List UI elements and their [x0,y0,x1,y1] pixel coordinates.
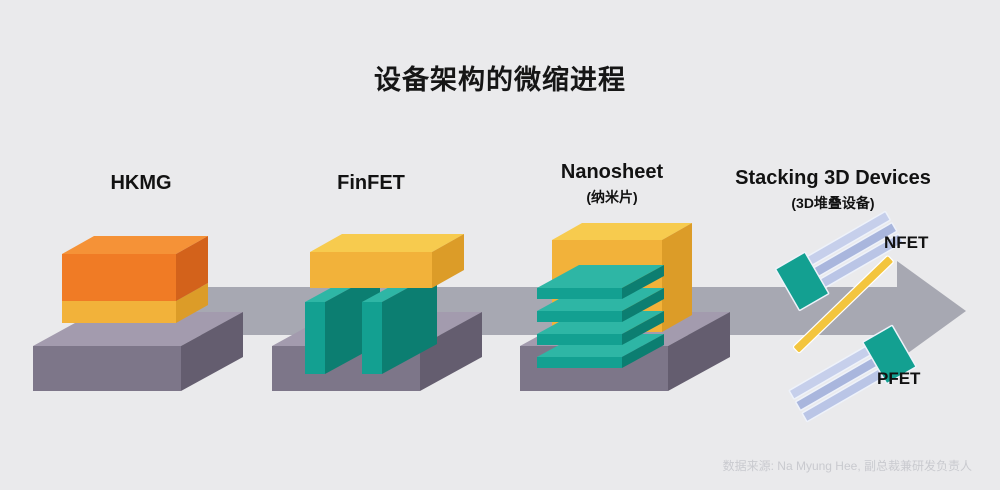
stage-label-stacking3d: Stacking 3D Devices (3D堆叠设备) [735,167,931,213]
nanosheet-gate-side [662,223,692,332]
hkmg-yellow-front [62,301,176,323]
pfet-teal-cap [862,324,917,385]
nanosheet-sheet3-side [622,311,664,345]
hkmg-orange-front [62,254,176,301]
stage-sublabel-stacking3d-text: (3D堆叠设备) [791,195,875,211]
nanosheet-sheet4-side [622,334,664,368]
pfet-stack [788,324,917,423]
stage-label-nanosheet-text: Nanosheet [560,161,664,183]
stage-label-finfet: FinFET [337,172,405,195]
finfet-fin1-front [305,302,325,374]
progress-arrow [78,261,966,361]
pfet-label: PFET [877,369,921,388]
nfet-label: NFET [884,233,929,252]
nanosheet-gate-top [552,223,692,240]
nanosheet-sheet2-side [622,288,664,322]
stage-label-stacking3d-text: Stacking 3D Devices [735,167,931,189]
finfet-fin2-side [382,272,437,374]
stage-sublabel-nanosheet-text: (纳米片) [586,189,638,205]
nanosheet-sheet3-front [537,334,622,345]
stage-label-hkmg: HKMG [110,172,171,195]
stacking-gate-bar [792,255,894,354]
nfet-stack [775,210,904,312]
hkmg-base-side [181,312,243,391]
finfet-gate-side [432,234,464,288]
finfet-fin2-front [362,302,382,374]
hkmg-orange-top [62,236,208,254]
finfet-base-side [420,312,482,391]
finfet-graphic [272,234,482,391]
nanosheet-graphic [520,223,730,391]
hkmg-yellow-side [176,283,208,323]
nanosheet-base-side [668,312,730,391]
hkmg-orange-side [176,236,208,301]
page-title: 设备架构的微缩进程 [374,65,626,95]
stage-label-nanosheet: Nanosheet (纳米片) [561,161,663,207]
source-note: 数据来源: Na Myung Hee, 副总裁兼研发负责人 [722,459,972,473]
nanosheet-sheet4-front [537,357,622,368]
nfet-teal-cap [775,251,830,312]
stacking-3d-graphic [775,210,917,423]
stage-label-finfet-text: FinFET [337,172,405,194]
hkmg-graphic [33,236,243,391]
nanosheet-sheet1-front [537,288,622,299]
finfet-gate-front [310,252,432,288]
nanosheet-sheet1-side [622,265,664,299]
nanosheet-sheet1-top [537,265,664,288]
stage-label-hkmg-text: HKMG [110,172,172,194]
hkmg-base-front [33,346,181,391]
nanosheet-sheet2-front [537,311,622,322]
finfet-gate-top [310,234,464,252]
